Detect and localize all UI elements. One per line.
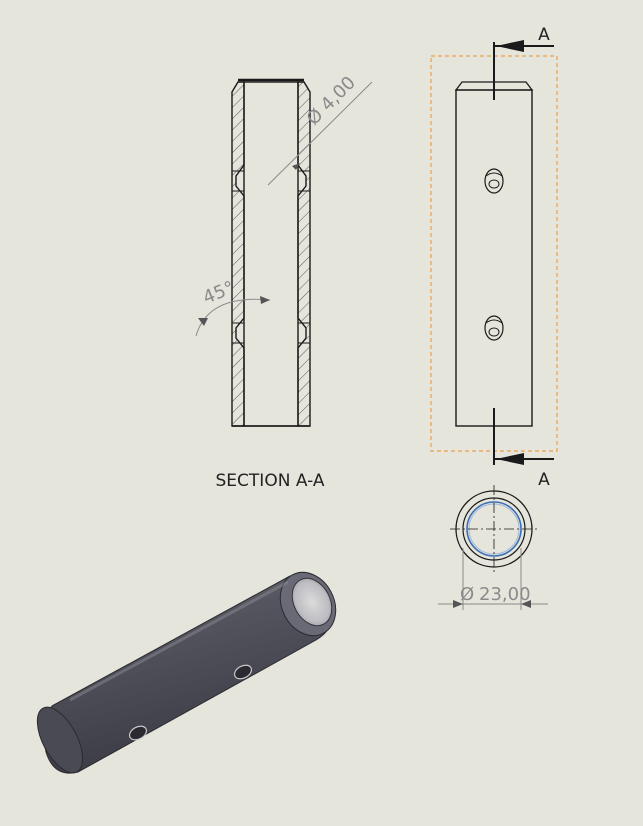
front-view[interactable]	[454, 81, 534, 427]
end-view-bore-circle	[466, 501, 522, 557]
dimension-leader	[267, 81, 373, 186]
tube-highlight	[69, 580, 289, 702]
front-view-selection-box[interactable]	[430, 55, 558, 452]
angle-arc	[195, 298, 271, 337]
dimension-arrowhead	[198, 318, 208, 326]
front-view-body	[455, 89, 533, 427]
diameter-symbol: Ø	[460, 584, 474, 605]
section-bore	[243, 81, 299, 427]
upper-cross-hole	[484, 168, 504, 194]
section-left-wall	[231, 81, 245, 427]
model-cross-hole	[128, 725, 148, 741]
dimension-arrowhead	[292, 163, 300, 170]
section-right-wall	[297, 81, 311, 427]
section-view[interactable]	[231, 78, 311, 427]
outer-diameter-dimension[interactable]: Ø 23,00	[438, 548, 548, 610]
section-cut-marker-bottom[interactable]: A	[493, 408, 554, 490]
isometric-model[interactable]	[28, 563, 346, 780]
dimension-arrowhead	[521, 600, 531, 608]
model-cross-hole	[233, 664, 253, 680]
dimension-arrowhead	[453, 600, 463, 608]
outer-diameter-value: 23,00	[479, 584, 531, 605]
end-view[interactable]	[450, 485, 538, 573]
section-view-title: SECTION A-A	[216, 471, 325, 491]
cut-arrowhead	[496, 453, 524, 465]
cut-arrowhead	[496, 40, 524, 52]
lower-cross-hole	[484, 315, 504, 341]
cut-label-bottom: A	[538, 470, 550, 490]
section-cut-marker-top[interactable]: A	[493, 25, 554, 100]
dimension-arrowhead	[260, 296, 270, 304]
tube-bore	[291, 577, 333, 627]
hole-diameter-value: 4,00	[317, 72, 360, 115]
cut-label-top: A	[538, 25, 550, 45]
tube-left-end	[36, 706, 84, 774]
hole-diameter-dimension[interactable]: Ø 4,00	[267, 72, 373, 186]
